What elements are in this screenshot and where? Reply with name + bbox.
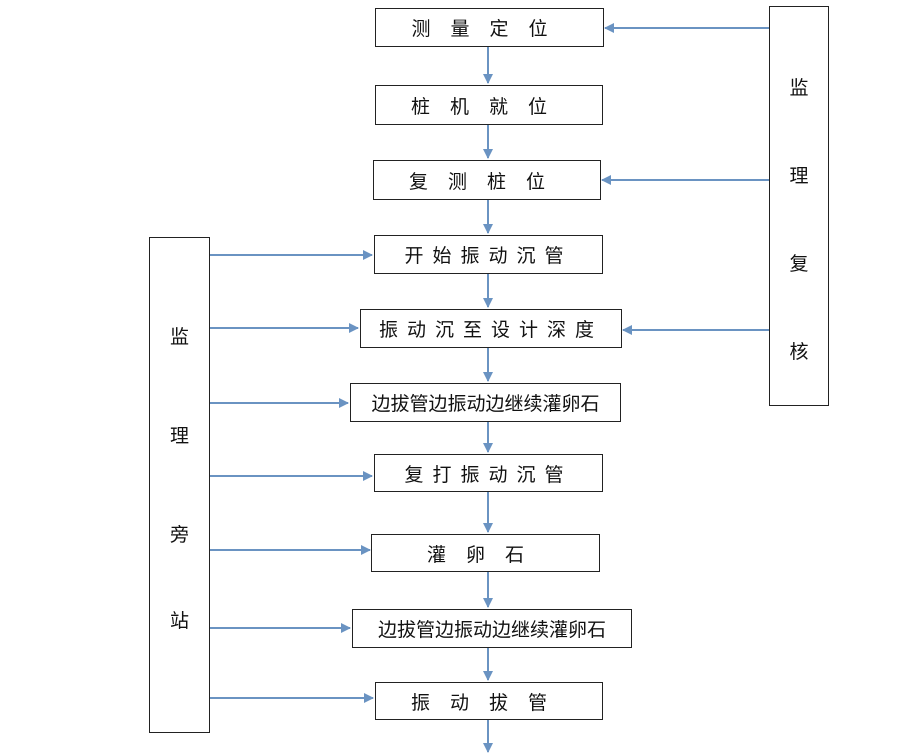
step-start-vibro-sinking: 开始振动沉管	[374, 235, 603, 274]
step-fill-cobbles: 灌卵石	[371, 534, 600, 572]
step-recheck-pile-position: 复测桩位	[373, 160, 601, 200]
supervision-onsite-box: 监 理 旁 站	[149, 237, 210, 733]
supervision-review-box: 监 理 复 核	[769, 6, 829, 406]
step-pull-vibrate-fill-1: 边拔管边振动边继续灌卵石	[350, 383, 621, 422]
step-sink-to-design-depth: 振动沉至设计深度	[360, 309, 622, 348]
onsite-char-1: 监	[169, 326, 189, 348]
step-pull-vibrate-fill-2: 边拔管边振动边继续灌卵石	[352, 609, 632, 648]
step-vibro-pull-pipe: 振动拔管	[375, 682, 603, 720]
step-re-drive-vibro-sinking: 复打振动沉管	[374, 454, 603, 492]
review-char-2: 理	[789, 165, 809, 187]
onsite-char-4: 站	[169, 610, 189, 632]
onsite-char-3: 旁	[169, 524, 189, 546]
step-rig-in-position: 桩机就位	[375, 85, 603, 125]
review-char-3: 复	[789, 253, 809, 275]
review-char-1: 监	[789, 77, 809, 99]
step-survey-positioning: 测量定位	[375, 8, 604, 47]
review-char-4: 核	[789, 341, 809, 363]
onsite-char-2: 理	[169, 425, 189, 447]
